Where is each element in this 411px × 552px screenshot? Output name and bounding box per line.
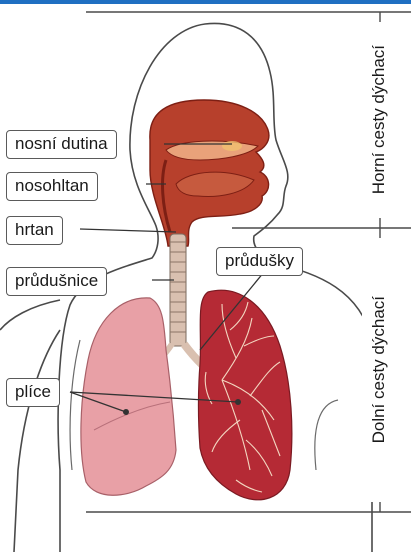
region-label-upper: Horní cesty dýchací bbox=[362, 22, 396, 218]
right-arm-outline bbox=[0, 300, 60, 330]
lung-left bbox=[81, 298, 176, 495]
arm-inner-line-right bbox=[315, 400, 338, 470]
region-label-lower: Dolní cesty dýchací bbox=[362, 238, 396, 502]
label-nasal-cavity: nosní dutina bbox=[6, 130, 117, 159]
label-trachea: průdušnice bbox=[6, 267, 107, 296]
trachea bbox=[170, 234, 186, 346]
arm-inner-line bbox=[70, 340, 80, 470]
leader-dot-right bbox=[235, 399, 241, 405]
region-lower-text: Dolní cesty dýchací bbox=[369, 296, 389, 443]
leader-larynx bbox=[80, 229, 176, 232]
sinus bbox=[222, 141, 242, 151]
region-upper-text: Horní cesty dýchací bbox=[369, 45, 389, 194]
leader-dot-left bbox=[123, 409, 129, 415]
label-nasopharynx: nosohltan bbox=[6, 172, 98, 201]
lung-right bbox=[199, 290, 292, 500]
label-bronchi: průdušky bbox=[216, 247, 303, 276]
top-band bbox=[0, 0, 411, 4]
label-lungs: plíce bbox=[6, 378, 60, 407]
left-arm-outline bbox=[14, 330, 60, 552]
label-larynx: hrtan bbox=[6, 216, 63, 245]
